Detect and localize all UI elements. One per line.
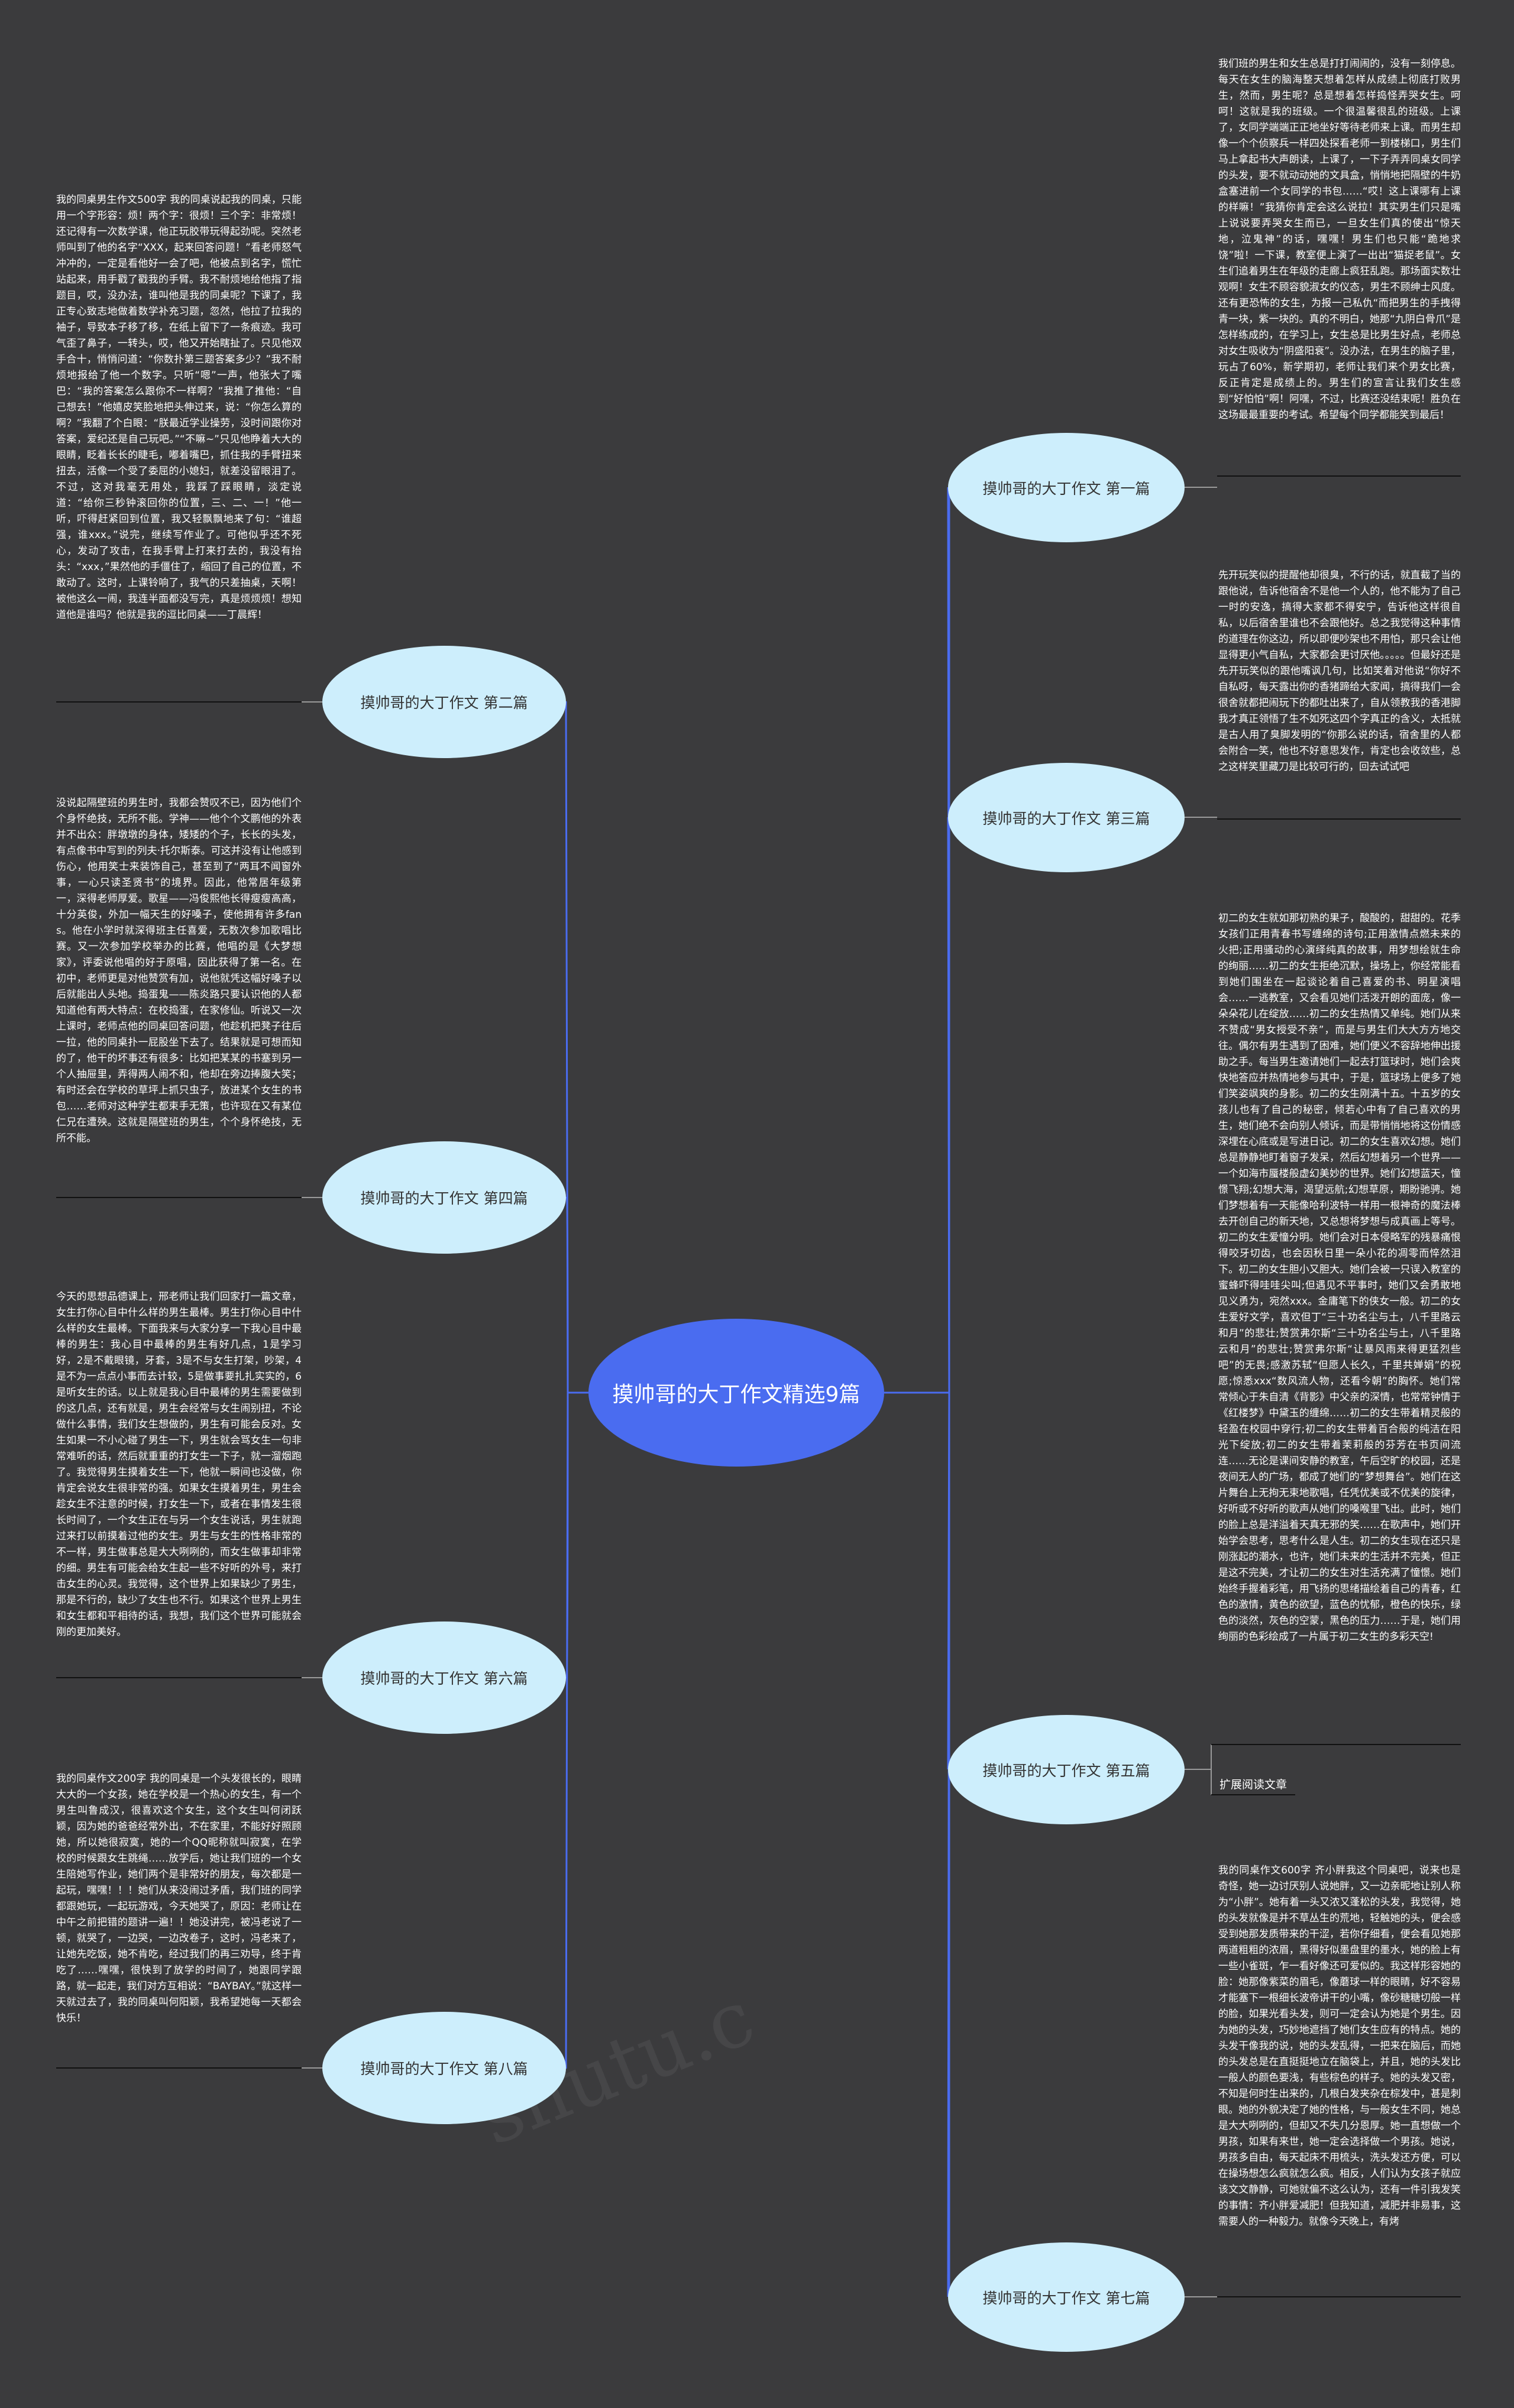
leaf-text-4: 没说起隔壁班的男生时，我都会赞叹不已，因为他们个个身怀绝技，无所不能。学神——他… (56, 797, 302, 1144)
root-label: 摸帅哥的大丁作文精选9篇 (612, 1383, 860, 1407)
branch-label-8: 摸帅哥的大丁作文 第八篇 (360, 2060, 528, 2077)
branch-label-6: 摸帅哥的大丁作文 第六篇 (360, 1670, 528, 1687)
branch-label-5: 摸帅哥的大丁作文 第五篇 (982, 1762, 1150, 1779)
branch-node-3[interactable]: 摸帅哥的大丁作文 第三篇 (948, 763, 1185, 872)
branch-label-2: 摸帅哥的大丁作文 第二篇 (360, 694, 528, 711)
branch-label-3: 摸帅哥的大丁作文 第三篇 (982, 810, 1150, 827)
leaf-text-6: 今天的思想品德课上，邢老师让我们回家打一篇文章，女生打你心目中什么样的男生最棒。… (56, 1291, 302, 1638)
leaf-text-5: 初二的女生就如那初熟的果子，酸酸的，甜甜的。花季女孩们正用青春书写缠绵的诗句;正… (1218, 912, 1461, 1643)
leaf-text-2: 我的同桌男生作文500字 我的同桌说起我的同桌，只能用一个字形容：烦！两个字：很… (56, 194, 302, 621)
root-node[interactable]: 摸帅哥的大丁作文精选9篇 (588, 1319, 884, 1467)
leaf-text-8: 我的同桌作文200字 我的同桌是一个头发很长的，眼睛大大的一个女孩，她在学校是一… (56, 1773, 302, 2024)
connector-right-2 (884, 817, 950, 1394)
branch-label-7: 摸帅哥的大丁作文 第七篇 (982, 2289, 1150, 2307)
leaf-text-7: 我的同桌作文600字 齐小胖我这个同桌吧，说来也是奇怪，她一边讨厌别人说她胖，又… (1218, 1865, 1461, 2228)
connector-curve-right-4 (947, 1392, 950, 2298)
branch-node-5[interactable]: 摸帅哥的大丁作文 第五篇 (948, 1715, 1185, 1824)
connector-curve-left-4 (565, 1392, 569, 2069)
branch-node-7[interactable]: 摸帅哥的大丁作文 第七篇 (948, 2242, 1185, 2352)
leaf-subtext-5: 扩展阅读文章 (1219, 1778, 1287, 1791)
branch-label-1: 摸帅哥的大丁作文 第一篇 (982, 480, 1150, 497)
branch-node-8[interactable]: 摸帅哥的大丁作文 第八篇 (322, 2012, 566, 2124)
branch-node-1[interactable]: 摸帅哥的大丁作文 第一篇 (948, 433, 1185, 542)
branch-label-4: 摸帅哥的大丁作文 第四篇 (360, 1190, 528, 1207)
connector-curve-left-2 (565, 1196, 569, 1393)
branch-node-4[interactable]: 摸帅哥的大丁作文 第四篇 (322, 1141, 566, 1254)
branch-node-6[interactable]: 摸帅哥的大丁作文 第六篇 (322, 1621, 566, 1734)
leaf-text-1: 我们班的男生和女生总是打打闹闹的，没有一刻停息。每天在女生的脑海整天想着怎样从成… (1218, 58, 1461, 421)
connector-right-3 (884, 1391, 950, 1769)
connector-right-1 (884, 487, 950, 1394)
branch-node-2[interactable]: 摸帅哥的大丁作文 第二篇 (322, 646, 566, 758)
connector-curve-right-2 (947, 816, 950, 1393)
leaf-text-3: 先开玩笑似的提醒他却很臭，不行的话，就直截了当的跟他说，告诉他宿舍不是他一个人的… (1218, 569, 1461, 773)
connector-right-4 (884, 1391, 950, 2297)
